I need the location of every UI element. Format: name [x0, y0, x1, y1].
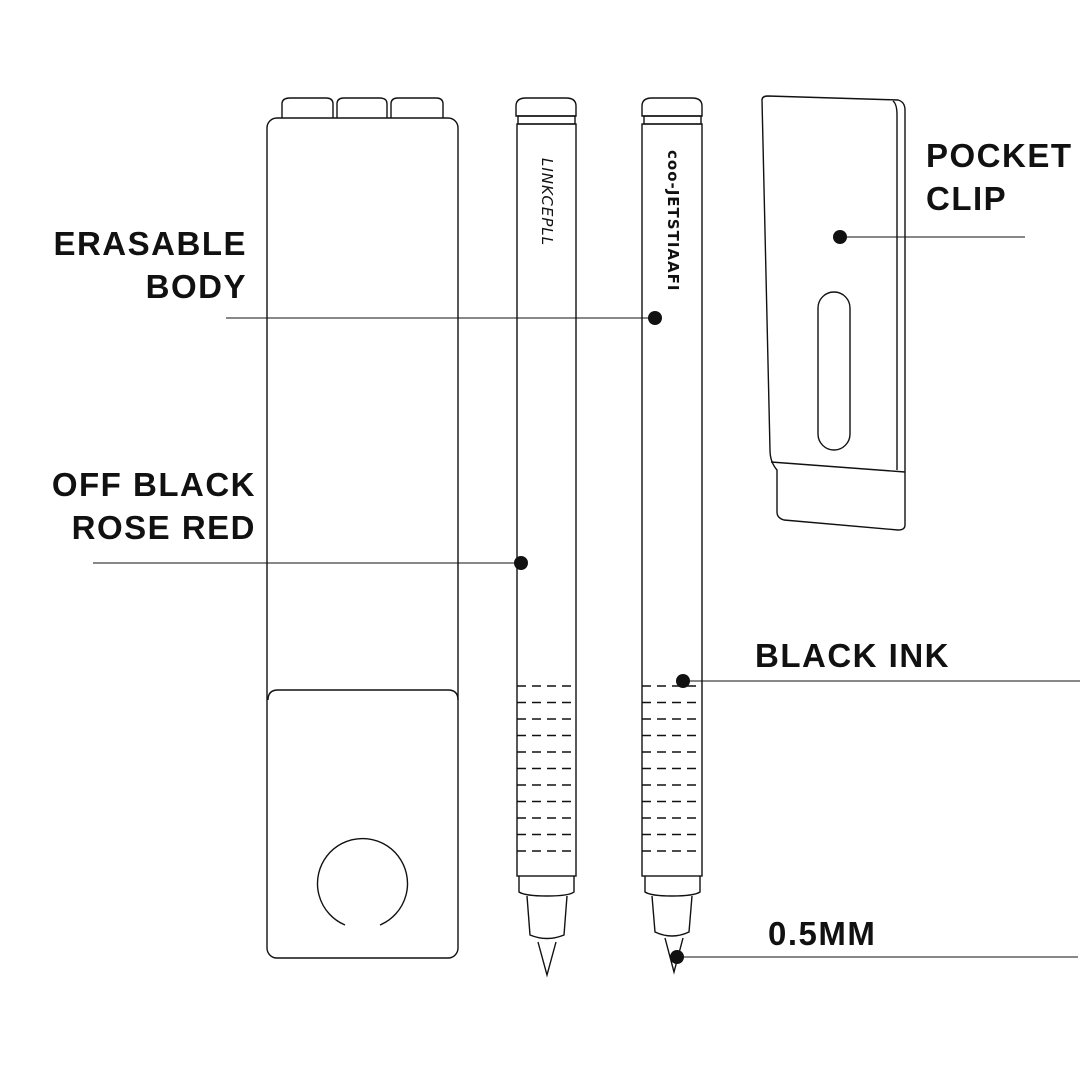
pen-1-drawing — [515, 97, 577, 978]
eraser-drawing — [266, 97, 459, 959]
leader-lines — [93, 236, 1080, 958]
label-colors: OFF BLACK ROSE RED — [52, 463, 256, 549]
label-tip-size: 0.5MM — [768, 915, 877, 952]
label-line: BODY — [145, 268, 247, 305]
pocket-clip-drawing — [761, 95, 906, 531]
label-black-ink: BLACK INK — [755, 637, 950, 674]
label-line: CLIP — [926, 180, 1008, 217]
pen-2-marking: coo-JETSTIAAFI — [664, 150, 682, 292]
pen-1-marking: LINKCEPLL — [538, 158, 556, 247]
label-line: ERASABLE — [53, 225, 247, 262]
leader-dots — [514, 230, 847, 964]
label-line: OFF BLACK — [51, 466, 256, 503]
label-line: ROSE RED — [71, 509, 256, 546]
label-erasable-body: ERASABLE BODY — [53, 222, 247, 308]
label-line: POCKET — [926, 137, 1073, 174]
label-pocket-clip: POCKET CLIP — [926, 134, 1073, 220]
pen-2-drawing — [641, 97, 703, 975]
